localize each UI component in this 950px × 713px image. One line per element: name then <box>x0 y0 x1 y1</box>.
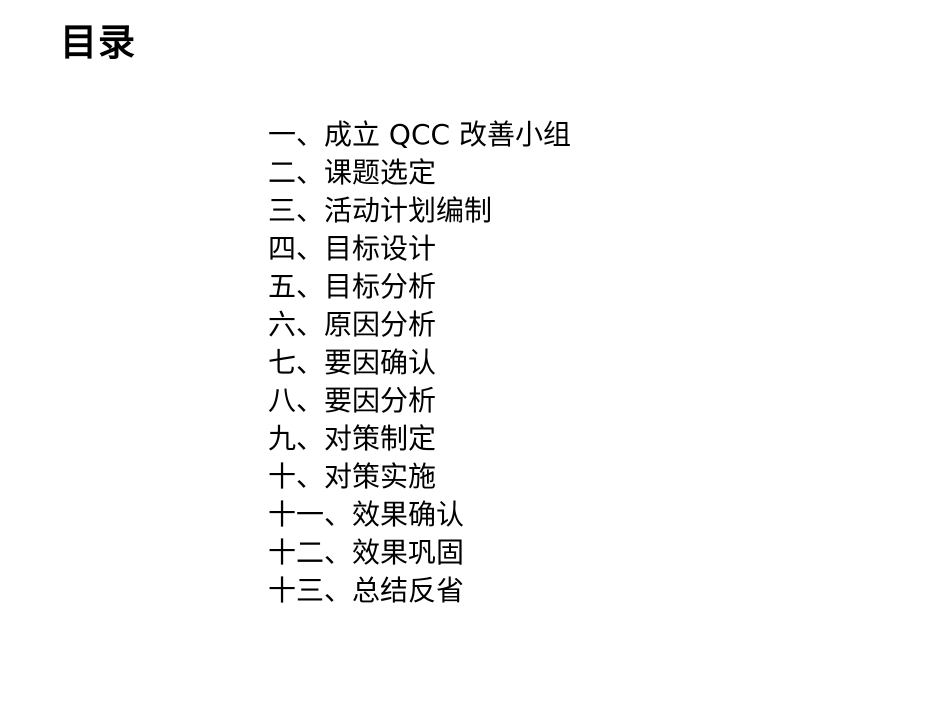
toc-item-12: 十二、效果巩固 <box>268 536 465 569</box>
toc-item-6: 六、原因分析 <box>268 308 437 341</box>
toc-item-3: 三、活动计划编制 <box>268 194 493 227</box>
toc-item-4: 四、目标设计 <box>268 232 437 265</box>
toc-item-8: 八、要因分析 <box>268 384 437 417</box>
toc-item-9: 九、对策制定 <box>268 422 437 455</box>
toc-item-11: 十一、效果确认 <box>268 498 465 531</box>
table-of-contents: 一、成立 QCC 改善小组 二、课题选定 三、活动计划编制 四、目标设计 五、目… <box>268 116 580 610</box>
toc-item-2: 二、课题选定 <box>268 156 437 189</box>
toc-item-13: 十三、总结反省 <box>268 574 465 607</box>
toc-item-7: 七、要因确认 <box>268 346 437 379</box>
page-title: 目录 <box>60 21 136 64</box>
toc-item-1: 一、成立 QCC 改善小组 <box>268 118 571 151</box>
toc-item-5: 五、目标分析 <box>268 270 437 303</box>
toc-item-10: 十、对策实施 <box>268 460 437 493</box>
